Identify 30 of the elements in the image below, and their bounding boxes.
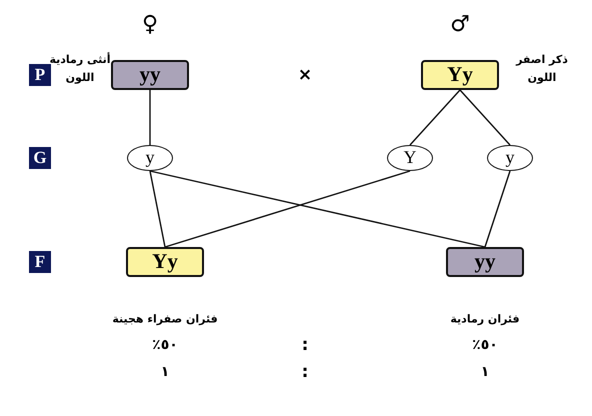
connector-line [149, 90, 151, 145]
phenotype-label: فئران صفراء هجينة [112, 312, 218, 326]
connector-line [484, 170, 511, 248]
sex-symbol: ♀ [142, 13, 158, 37]
connector-line [459, 90, 511, 146]
generation-badge: G [29, 147, 51, 169]
generation-badge: P [29, 64, 51, 86]
genotype-box: Yy [126, 247, 204, 277]
symbol-text: : [302, 362, 308, 382]
ratio-text: ٥٠٪ [472, 337, 498, 353]
connector-line [149, 170, 166, 248]
sex-symbol: ♂ [450, 13, 470, 37]
genotype-box: Yy [421, 60, 499, 90]
phenotype-label: فئران رمادية [450, 312, 520, 326]
gamete-ellipse: Y [387, 145, 433, 171]
connector-line [409, 90, 461, 146]
genotype-box: yy [111, 60, 189, 90]
ratio-text: ١ [480, 364, 490, 380]
symbol-text: × [298, 65, 312, 85]
genotype-box: yy [446, 247, 524, 277]
gamete-ellipse: y [487, 145, 533, 171]
symbol-text: : [302, 335, 308, 355]
phenotype-label: أنثى رمادية اللون [48, 51, 112, 86]
ratio-text: ١ [160, 364, 170, 380]
connector-line [150, 170, 486, 248]
phenotype-label: ذكر اصفر اللون [514, 52, 569, 86]
generation-badge: F [29, 251, 51, 273]
ratio-text: ٥٠٪ [152, 337, 178, 353]
connector-line [164, 170, 410, 248]
gamete-ellipse: y [127, 145, 173, 171]
